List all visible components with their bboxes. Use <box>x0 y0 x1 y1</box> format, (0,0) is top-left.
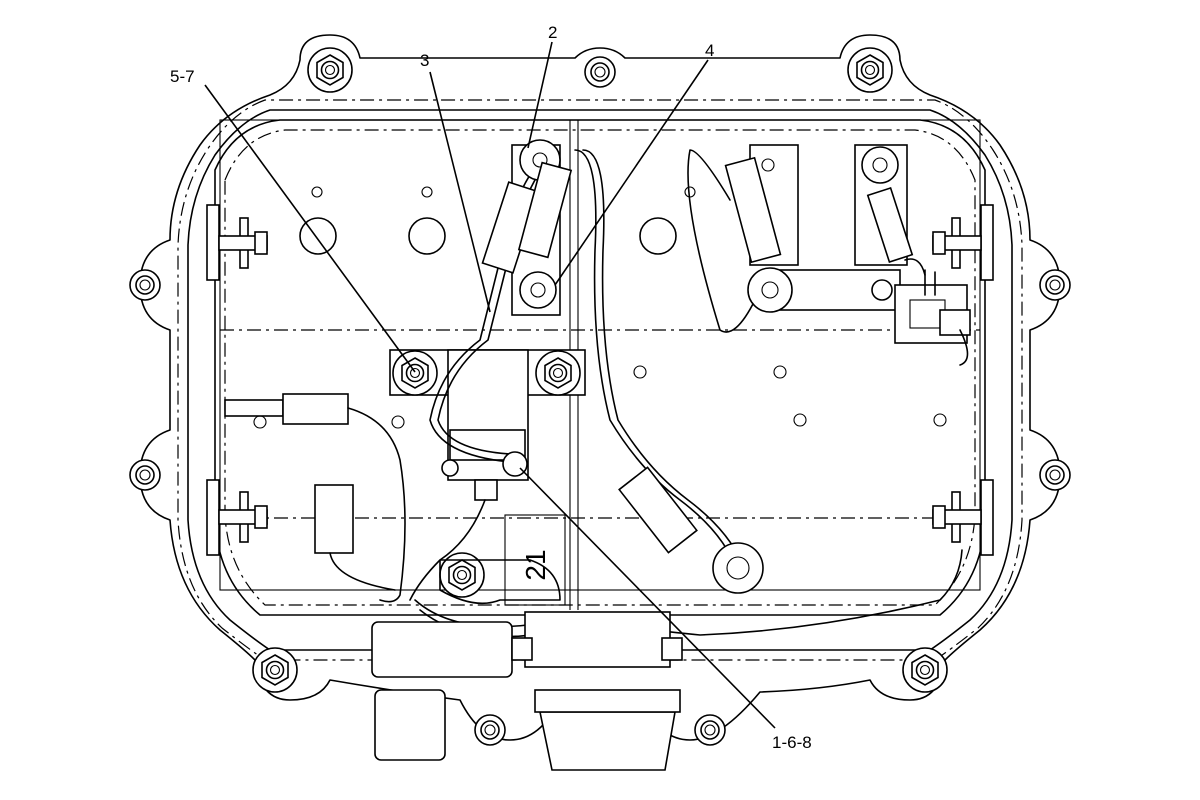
callout-label-3: 3 <box>420 51 429 70</box>
callout-5-7: 5-7 <box>170 67 416 373</box>
callout-label-2: 2 <box>548 23 557 42</box>
callout-label-5-7: 5-7 <box>170 67 195 86</box>
part-marking: 21 <box>520 549 551 580</box>
callout-label-1-6-8: 1-6-8 <box>772 733 812 752</box>
callout-2: 2 <box>527 23 557 149</box>
callout-1-6-8: 1-6-8 <box>519 467 812 752</box>
side-brackets <box>206 204 994 556</box>
callout-label-4: 4 <box>705 41 714 60</box>
center-block <box>389 349 586 501</box>
wire-harnesses <box>224 139 971 638</box>
callouts: 5-7 3 2 4 1-6-8 <box>170 23 812 752</box>
callout-3: 3 <box>420 51 491 313</box>
callout-4: 4 <box>554 41 714 286</box>
lower-components: 21 <box>371 514 683 771</box>
